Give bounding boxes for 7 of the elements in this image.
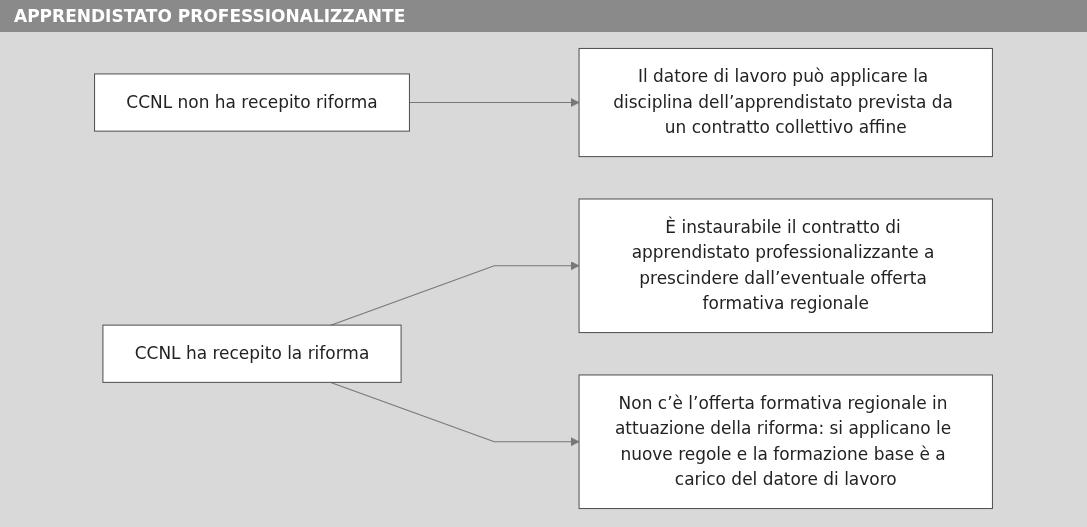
node-box: CCNL non ha recepito riforma	[94, 73, 410, 132]
arrow	[330, 381, 580, 447]
node-box: CCNL ha recepito la riforma	[102, 324, 402, 383]
node-box: Non c’è l’offerta formativa regionale in attuazione della riforma: si applicano le nuove regole e la formazione base è a carico del datore di lavoro	[578, 374, 993, 510]
title-band: APPRENDISTATO PROFESSIONALIZZANTE	[0, 0, 1087, 32]
node-box: Il datore di lavoro può applicare la disciplina dell’apprendistato prevista da un contratto collettivo affine	[578, 47, 993, 158]
node-box: È instaurabile il contratto di apprendistato professionalizzante a prescindere dall’eventuale offerta formativa regionale	[578, 198, 993, 334]
